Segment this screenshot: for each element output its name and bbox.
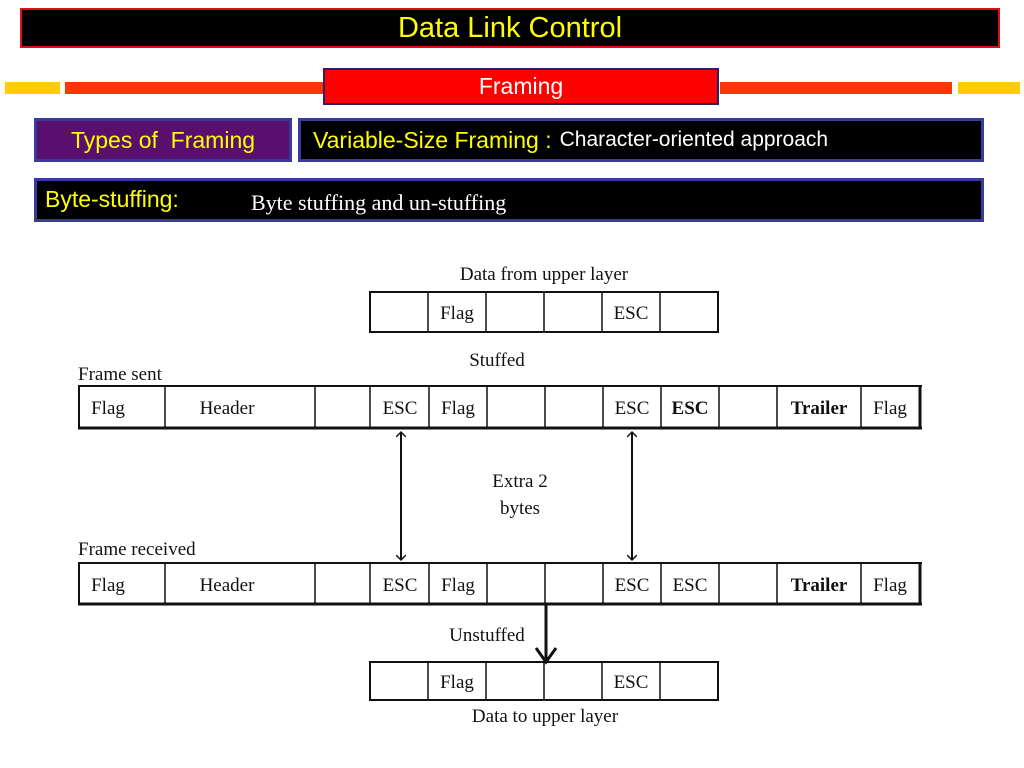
variable-size-framing-box: Variable-Size Framing : Character-orient… bbox=[298, 118, 984, 162]
byte-stuffing-label: Byte-stuffing: bbox=[45, 186, 179, 212]
upper-cell-esc: ESC bbox=[614, 303, 649, 324]
received-cell-esc-1: ESC bbox=[383, 575, 418, 596]
upper-cell-flag: Flag bbox=[440, 303, 474, 324]
stripe-yellow-right bbox=[958, 82, 1020, 94]
received-cell-flag-data: Flag bbox=[441, 575, 475, 596]
subtitle-box: Framing bbox=[323, 68, 719, 105]
sent-cell-flag-start: Flag bbox=[91, 398, 125, 419]
sent-cell-esc-1: ESC bbox=[383, 398, 418, 419]
variable-size-framing-value: Character-oriented approach bbox=[559, 128, 829, 151]
received-cell-trailer: Trailer bbox=[791, 575, 848, 596]
frame-sent-row: Flag Header ESC Flag ESC ESC Trailer Fla… bbox=[78, 385, 922, 430]
types-of-framing-label: Types of Framing bbox=[70, 126, 256, 153]
stripe-red-left bbox=[65, 82, 323, 94]
lower-cell-esc: ESC bbox=[614, 672, 649, 693]
sent-cell-flag-end: Flag bbox=[873, 398, 907, 419]
lower-cell-flag: Flag bbox=[440, 672, 474, 693]
sent-cell-esc-2: ESC bbox=[615, 398, 650, 419]
frame-sent-caption: Frame sent bbox=[78, 364, 163, 385]
received-cell-header: Header bbox=[200, 575, 256, 596]
page-title: Data Link Control bbox=[397, 11, 623, 44]
byte-stuffing-value: Byte stuffing and un-stuffing bbox=[251, 190, 507, 215]
extra-bytes-caption-line2: bytes bbox=[500, 498, 540, 519]
received-cell-flag-end: Flag bbox=[873, 575, 907, 596]
sent-cell-flag-data: Flag bbox=[441, 398, 475, 419]
title-bar: Data Link Control bbox=[20, 8, 1000, 48]
data-from-upper-caption: Data from upper layer bbox=[460, 264, 629, 285]
sent-cell-trailer: Trailer bbox=[791, 398, 848, 419]
sent-cell-header: Header bbox=[200, 398, 256, 419]
byte-stuffing-box: Byte-stuffing: Byte stuffing and un-stuf… bbox=[34, 178, 984, 222]
sent-cell-esc-3: ESC bbox=[672, 398, 709, 419]
lower-data-row: Flag ESC bbox=[369, 661, 719, 701]
upper-data-row: Flag ESC bbox=[369, 291, 719, 333]
received-cell-esc-3: ESC bbox=[673, 575, 708, 596]
stripe-red-right bbox=[720, 82, 952, 94]
received-cell-esc-2: ESC bbox=[615, 575, 650, 596]
frame-received-row: Flag Header ESC Flag ESC ESC Trailer Fla… bbox=[78, 562, 922, 606]
frame-received-caption: Frame received bbox=[78, 539, 196, 560]
unstuffed-caption: Unstuffed bbox=[449, 625, 525, 646]
stuffed-caption: Stuffed bbox=[469, 350, 525, 371]
variable-size-framing-label: Variable-Size Framing : bbox=[313, 126, 552, 153]
data-to-upper-caption: Data to upper layer bbox=[472, 706, 619, 727]
types-of-framing-box: Types of Framing bbox=[34, 118, 292, 162]
received-cell-flag-start: Flag bbox=[91, 575, 125, 596]
subtitle: Framing bbox=[478, 73, 564, 99]
extra-bytes-caption-line1: Extra 2 bbox=[492, 471, 547, 492]
stripe-yellow-left bbox=[5, 82, 60, 94]
